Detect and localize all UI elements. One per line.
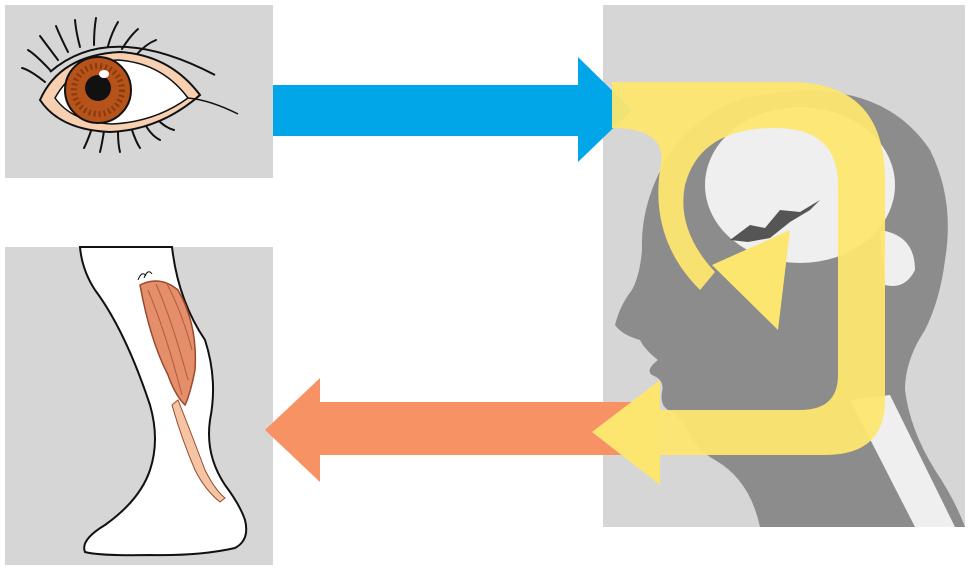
leg-illustration	[80, 247, 246, 555]
output-arrow	[265, 378, 645, 482]
input-arrow	[273, 57, 632, 162]
eye-highlight	[99, 70, 109, 78]
pupil	[85, 75, 111, 101]
eye-illustration	[22, 18, 238, 152]
